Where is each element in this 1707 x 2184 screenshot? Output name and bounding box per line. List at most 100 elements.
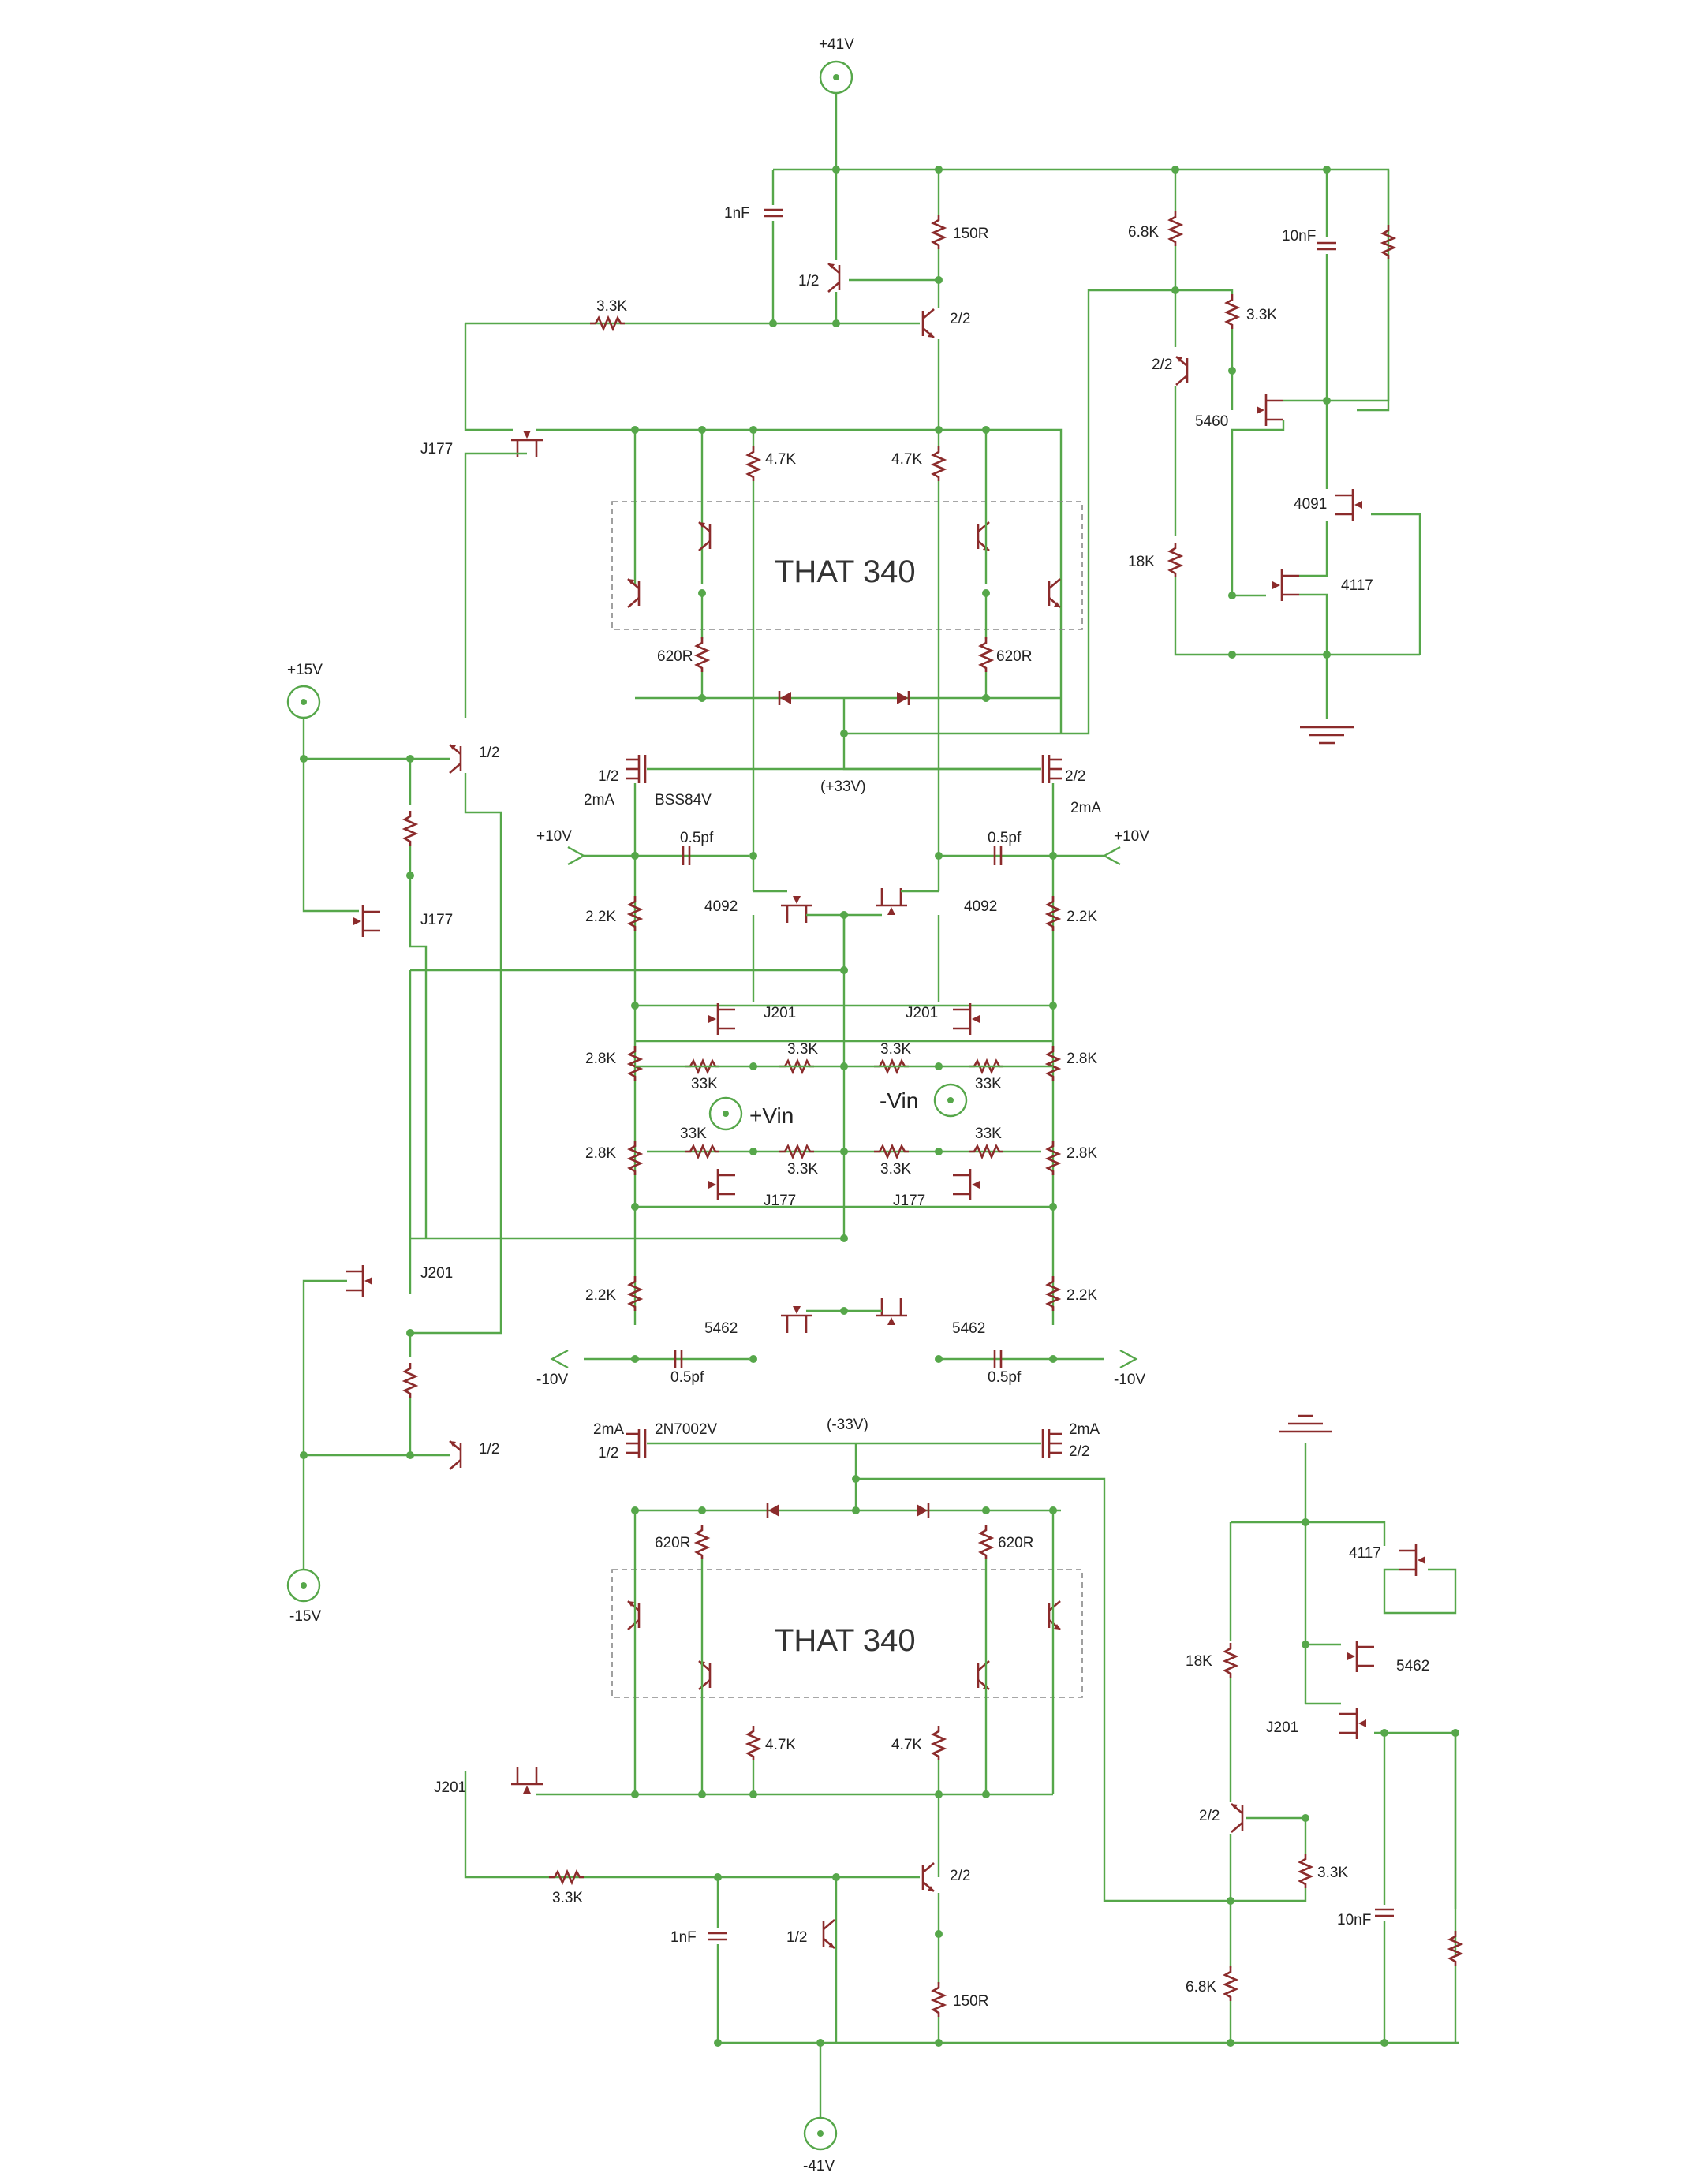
r33k-br-label: 33K	[975, 1126, 1002, 1142]
r3k3-ml-label: 3.3K	[787, 1041, 818, 1058]
i2ma-tl-label: 2mA	[584, 792, 614, 808]
p4117-bot-label: 4117	[1349, 1545, 1381, 1562]
top-supply-section: +41V 1nF 150R 1/2 2/2 3.3K J177	[420, 36, 1390, 734]
r2k8-br-label: 2.8K	[1066, 1145, 1097, 1162]
j177-top-label: J177	[420, 441, 453, 457]
q-rt-twohalf-label: 2/2	[1152, 357, 1172, 373]
c05-br-label: 0.5pf	[988, 1369, 1022, 1386]
q-top-twohalf-label: 2/2	[950, 311, 970, 327]
pos15-label: +15V	[287, 662, 323, 678]
pos41-label: +41V	[819, 36, 854, 53]
r3k3-bl-label: 3.3K	[787, 1161, 818, 1178]
r150-bot-label: 150R	[953, 1993, 988, 2010]
input-stage: 2.2K 2.2K 4092 4092 J201 J201 2.8K 2.8K …	[410, 887, 1097, 1240]
i2ma-br-label: 2mA	[1069, 1421, 1100, 1438]
r18k-top-label: 18K	[1128, 554, 1155, 570]
pos33-label: (+33V)	[820, 778, 866, 795]
r4k7-tr-label: 4.7K	[891, 451, 922, 468]
c05-tr-label: 0.5pf	[988, 830, 1022, 846]
i2ma-tr-label: 2mA	[1070, 800, 1101, 816]
pos-vin-label: +Vin	[749, 1103, 794, 1128]
c10n-bot-label: 10nF	[1337, 1912, 1371, 1928]
that340-bottom-label: THAT 340	[775, 1623, 916, 1658]
r4k7-tl-label: 4.7K	[765, 451, 796, 468]
r33k-bl-label: 33K	[680, 1126, 707, 1142]
r2k2-bl-label: 2.2K	[585, 1287, 616, 1304]
mos-bot-left-label: 1/2	[598, 1445, 618, 1462]
q-left-bot-label: 1/2	[479, 1441, 499, 1458]
p5462-left-label: 5462	[704, 1320, 738, 1337]
q-top-half-label: 1/2	[798, 273, 819, 289]
r2k8-bl-label: 2.8K	[585, 1145, 616, 1162]
neg10-left-label: -10V	[536, 1372, 568, 1388]
that340-top-label: THAT 340	[775, 554, 916, 589]
neg41-label: -41V	[803, 2158, 835, 2175]
left-bias-section: +15V 1/2 J177 J201 1/2 -15V	[286, 662, 502, 1625]
c05-bl-label: 0.5pf	[670, 1369, 704, 1386]
mos-top-left-label: 1/2	[598, 768, 618, 785]
that340-bottom: THAT 340 620R 620R 4.7K 4.7K J201	[434, 1510, 1083, 1877]
r620-br-label: 620R	[998, 1535, 1033, 1551]
that340-bottom-box	[611, 1569, 1083, 1698]
c05-tl-label: 0.5pf	[680, 830, 714, 846]
r6k8-bot-label: 6.8K	[1186, 1979, 1216, 1995]
r3k3-rt-label: 3.3K	[1246, 307, 1277, 323]
r3k3-rb-label: 3.3K	[1317, 1865, 1348, 1881]
junction-dots	[300, 166, 1459, 2047]
p4117-top-label: 4117	[1341, 577, 1373, 594]
r3k3-br-label: 3.3K	[880, 1161, 911, 1178]
q-bot-twohalf-label: 2/2	[950, 1868, 970, 1884]
j177-ml-label: J177	[764, 1193, 796, 1209]
j201-mr-label: J201	[906, 1005, 938, 1021]
r2k2-tl-label: 2.2K	[585, 909, 616, 925]
r2k2-br-label: 2.2K	[1066, 1287, 1097, 1304]
neg33-label: (-33V)	[827, 1417, 868, 1433]
c10n-top-label: 10nF	[1282, 228, 1316, 245]
n2n7002v-label: 2N7002V	[655, 1421, 718, 1438]
right-bottom-bias: 4117 5462 J201 10nF 18K 2/2 3.3K 6.8K	[1061, 1414, 1462, 2043]
j177-mr-label: J177	[893, 1193, 925, 1209]
r33k-tr-label: 33K	[975, 1076, 1002, 1092]
j201-rb-label: J201	[1266, 1719, 1298, 1736]
r2k8-tr-label: 2.8K	[1066, 1051, 1097, 1067]
r2k8-tl-label: 2.8K	[585, 1051, 616, 1067]
mos-bot-right-label: 2/2	[1069, 1443, 1089, 1460]
q-bot-half-label: 1/2	[786, 1929, 807, 1946]
r620-tr-label: 620R	[996, 648, 1032, 665]
c1-label: 1nF	[724, 205, 750, 222]
pos10-left-label: +10V	[536, 828, 572, 845]
j177-left-label: J177	[420, 912, 453, 928]
neg-vin-label: -Vin	[880, 1088, 918, 1113]
p5462-rb-label: 5462	[1396, 1658, 1429, 1674]
r3k3-top-label: 3.3K	[596, 298, 627, 315]
bss84v-label: BSS84V	[655, 792, 712, 808]
p4092-left-label: 4092	[704, 898, 738, 915]
r3k3-mr-label: 3.3K	[880, 1041, 911, 1058]
r620-bl-label: 620R	[655, 1535, 690, 1551]
r150-top-label: 150R	[953, 226, 988, 242]
r4k7-br-label: 4.7K	[891, 1737, 922, 1753]
r18k-bot-label: 18K	[1186, 1653, 1212, 1670]
p4092-right-label: 4092	[964, 898, 997, 915]
neg10-right-label: -10V	[1114, 1372, 1145, 1388]
i2ma-bl-label: 2mA	[593, 1421, 624, 1438]
q-rb-twohalf-label: 2/2	[1199, 1808, 1220, 1824]
pos10-right-label: +10V	[1114, 828, 1149, 845]
j201-ml-label: J201	[764, 1005, 796, 1021]
top-mosfet-pair: 1/2 2mA BSS84V (+33V) 2/2 2mA 0.5pf 0.5p…	[536, 753, 1149, 1325]
p4091-label: 4091	[1294, 496, 1327, 513]
r620-tl-label: 620R	[657, 648, 693, 665]
r6k8-top-label: 6.8K	[1128, 224, 1159, 241]
j201-left-label: J201	[420, 1265, 453, 1282]
r3k3-bot-label: 3.3K	[552, 1890, 583, 1906]
r33k-tl-label: 33K	[691, 1076, 718, 1092]
c1n-bot-label: 1nF	[670, 1929, 697, 1946]
p5462-right-label: 5462	[952, 1320, 985, 1337]
bottom-supply-section: 3.3K 2/2 1nF 1/2 150R -41V	[464, 1771, 1459, 2175]
neg15-label: -15V	[289, 1608, 321, 1625]
j201-bottom-label: J201	[434, 1779, 466, 1796]
q-left-top-label: 1/2	[479, 745, 499, 761]
mos-top-right-label: 2/2	[1065, 768, 1085, 785]
right-top-bias: 6.8K 3.3K 2/2 18K 5460 10nF 4091 4117	[1128, 170, 1421, 745]
